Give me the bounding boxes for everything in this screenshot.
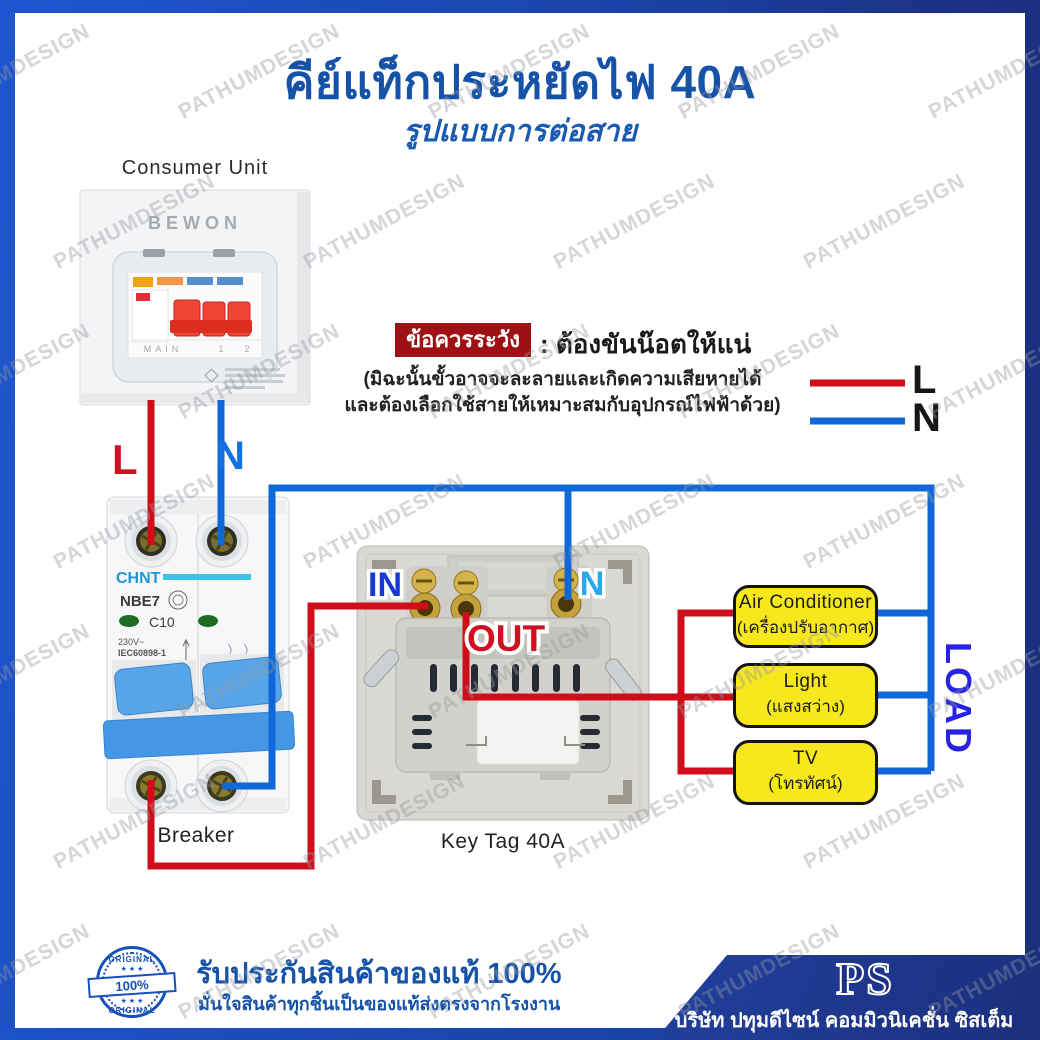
breaker-spec2: IEC60898-1 <box>118 648 166 658</box>
badge-stars-top: ★ ★ ★ <box>120 966 144 973</box>
keytag-vents <box>412 664 600 749</box>
keytag-graphic <box>356 545 650 821</box>
supply-n-label: N <box>216 434 245 478</box>
keytag-corner-brackets <box>372 560 632 804</box>
load-box-air-conditioner: Air Conditioner (เครื่องปรับอากาศ) <box>733 585 878 648</box>
guarantee-subtitle: มั่นใจสินค้าทุกชิ้นเป็นของแท้ส่งตรงจากโร… <box>198 994 561 1014</box>
wiring <box>147 379 935 870</box>
keytag-out-label: OUT <box>467 618 546 659</box>
consumer-unit-graphic: BEWON MAIN 1 2 <box>79 189 311 406</box>
warning-badge: ข้อควรระวัง <box>395 323 531 357</box>
footer-trapezoid <box>655 955 1040 1040</box>
load-title: Air Conditioner <box>738 592 873 613</box>
wire-n-bus <box>222 484 935 790</box>
load-box-light: Light (แสงสว่าง) <box>733 663 878 728</box>
keytag-terminals <box>409 567 582 625</box>
breaker-model: NBE7 <box>120 593 160 610</box>
warning-headline: : ต้องขันน๊อตให้แน่ <box>540 329 752 359</box>
badge-stars-bottom: ★ ★ ★ <box>120 998 144 1005</box>
breaker-brand: CHNT <box>116 570 161 587</box>
warning-note-line2: และต้องเลือกใช้สายให้เหมาะสมกับอุปกรณ์ไฟ… <box>344 394 781 416</box>
breaker-spec1: 230V~ <box>118 637 144 647</box>
company-name: บริษัท ปทุมดีไซน์ คอมมิวนิเคชั่น ซิสเต็ม… <box>674 1010 1014 1032</box>
wire-out-to-ac <box>677 609 733 697</box>
consumer-unit-slot2: 2 <box>244 344 249 354</box>
load-title: Light <box>783 671 828 692</box>
load-subtitle: (แสงสว่าง) <box>766 697 845 716</box>
wire-out-to-light <box>462 612 733 701</box>
consumer-unit-main-label: MAIN <box>144 344 183 354</box>
original-badge: ORIGINAL ★ ★ ★ 100% ★ ★ ★ ORIGINAL <box>87 944 177 1028</box>
keytag-terminal-labels: IN N OUT <box>365 562 608 664</box>
breaker-rating: C10 <box>149 614 175 630</box>
load-title: TV <box>792 748 819 769</box>
keytag-caption: Key Tag 40A <box>440 830 566 853</box>
warning-note-line1: (มิฉะนั้นขั้วอาจจะละลายและเกิดความเสียหา… <box>363 369 762 390</box>
page-title: คีย์แท็กประหยัดไฟ 40A <box>283 56 757 108</box>
breaker-graphic: CHNT NBE7 C10 230V~ IEC60898-1 GB10063.1… <box>102 496 296 814</box>
keytag-n-label: N <box>580 565 605 603</box>
supply-l-label: L <box>112 436 138 483</box>
legend-n-label: N <box>912 396 941 440</box>
legend-l-label: L <box>912 358 937 402</box>
neutral-wires <box>217 400 935 790</box>
keytag-in-label: IN <box>368 566 402 604</box>
consumer-unit-slot1: 1 <box>218 344 223 354</box>
wire-l-breaker-to-keytag <box>147 602 428 870</box>
company-logo: PS <box>835 952 894 1005</box>
load-word: LOAD <box>938 642 979 756</box>
warning-note: (มิฉะนั้นขั้วอาจจะละลายและเกิดความเสียหา… <box>330 367 795 418</box>
wire-out-to-tv <box>677 697 733 775</box>
line-wires <box>147 400 733 870</box>
load-subtitle: (โทรทัศน์) <box>768 774 843 793</box>
page-subtitle: รูปแบบการต่อสาย <box>403 115 637 148</box>
load-subtitle: (เครื่องปรับอากาศ) <box>736 618 875 637</box>
load-box-tv: TV (โทรทัศน์) <box>733 740 878 805</box>
consumer-unit-brand: BEWON <box>148 213 242 233</box>
breaker-caption: Breaker <box>157 824 235 847</box>
guarantee-title: รับประกันสินค้าของแท้ 100% <box>196 958 562 990</box>
badge-text-top: ORIGINAL <box>108 955 156 964</box>
consumer-unit-caption: Consumer Unit <box>121 157 269 179</box>
badge-text-bottom: ORIGINAL <box>108 1006 156 1015</box>
